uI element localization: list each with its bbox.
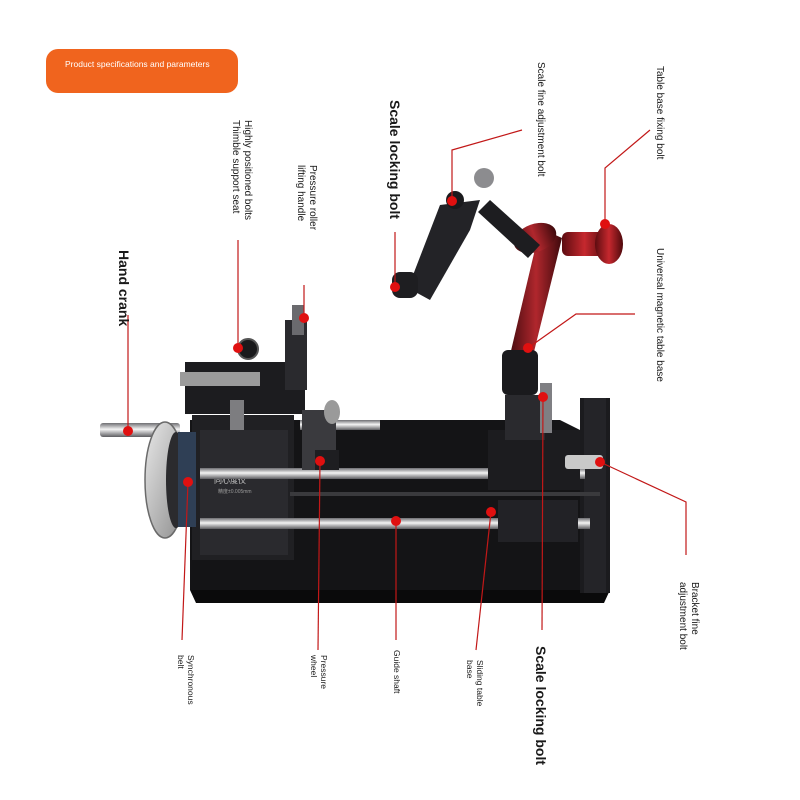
marker-pressure-roller — [299, 313, 309, 323]
spec-badge: Product specifications and parameters — [46, 49, 238, 93]
leader-scale-fine-adjust — [451, 129, 523, 201]
marker-hand-crank — [123, 426, 133, 436]
magnetic-arm — [392, 168, 623, 395]
label-guide-shaft: Guide shaft — [392, 650, 402, 694]
marker-sliding-table — [486, 507, 496, 517]
marker-pressure-wheel — [315, 456, 325, 466]
leader-magnetic-base — [527, 313, 635, 349]
device-spec-text: 精度±0.005mm — [218, 488, 252, 495]
marker-scale-fine-adjust — [447, 196, 457, 206]
leader-table-base-fixing — [604, 129, 651, 224]
leader-bracket-fine — [599, 461, 687, 555]
label-scale-fine-adjustment-bolt: Scale fine adjustment bolt — [535, 62, 546, 177]
leader-sliding-table — [475, 511, 492, 651]
headstock-block: 同心度仪 精度±0.005mm — [180, 305, 307, 560]
marker-bracket-fine — [595, 457, 605, 467]
label-bracket-fine-adjustment-bolt: Bracket fine adjustment bolt — [677, 582, 700, 650]
marker-scale-locking-bottom — [538, 392, 548, 402]
label-scale-locking-bolt-top: Scale locking bolt — [387, 100, 403, 220]
marker-scale-locking-top — [390, 282, 400, 292]
label-synchronous-belt: Synchronous belt — [176, 655, 196, 705]
marker-synchronous-belt — [183, 477, 193, 487]
label-scale-locking-bolt-bottom: Scale locking bolt — [533, 646, 549, 766]
marker-guide-shaft — [391, 516, 401, 526]
label-pressure-roller-lifting-handle: Pressure roller lifting handle — [295, 165, 318, 231]
hand-crank-assembly — [100, 421, 196, 539]
label-pressure-wheel: Pressure wheel — [309, 655, 329, 690]
sliding-table — [488, 383, 603, 542]
leader-synchronous-belt — [181, 481, 189, 641]
marker-highly-positioned — [233, 343, 243, 353]
callout-markers — [123, 196, 610, 526]
marker-table-base-fixing — [600, 219, 610, 229]
leader-lines — [127, 129, 687, 651]
label-table-base-fixing-bolt: Table base fixing bolt — [654, 66, 665, 160]
label-universal-magnetic-table-base: Universal magnetic table base — [654, 248, 665, 382]
label-sliding-table-base: Sliding table base — [465, 660, 485, 707]
spec-badge-text: Product specifications and parameters — [65, 59, 210, 69]
leader-pressure-wheel — [317, 460, 321, 651]
marker-magnetic-base — [523, 343, 533, 353]
device-brand-text: 同心度仪 — [214, 475, 246, 485]
label-hand-crank: Hand crank — [116, 250, 132, 327]
leader-scale-locking-bottom — [541, 396, 544, 631]
label-highly-positioned-bolts: Highly positioned bolts Thimble support … — [230, 120, 253, 221]
